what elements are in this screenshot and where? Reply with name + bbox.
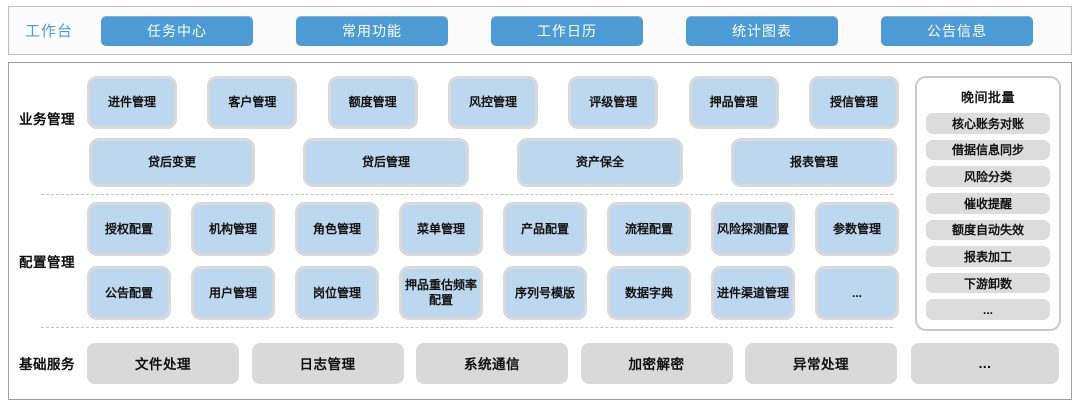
module-tile[interactable]: 押品管理: [688, 76, 779, 129]
module-tile[interactable]: 用户管理: [191, 266, 275, 320]
workbench-tab-button[interactable]: 公告信息: [880, 15, 1033, 46]
module-tile[interactable]: 额度管理: [327, 76, 418, 129]
night-batch-item[interactable]: 核心账务对账: [926, 113, 1050, 134]
night-batch-item[interactable]: 借据信息同步: [926, 139, 1050, 161]
business-row-1: 进件管理客户管理额度管理风控管理评级管理押品管理授信管理: [87, 76, 899, 129]
module-tile[interactable]: ...: [815, 266, 899, 320]
module-tile[interactable]: 贷后管理: [303, 138, 469, 187]
workbench-buttons: 任务中心 常用功能 工作日历 统计图表 公告信息: [101, 15, 1055, 46]
night-batch-item[interactable]: 风险分类: [926, 166, 1050, 187]
module-tile[interactable]: 授信管理: [808, 76, 899, 129]
module-tile[interactable]: 数据字典: [607, 266, 691, 320]
module-tile[interactable]: 参数管理: [815, 202, 899, 256]
service-tile-more[interactable]: ...: [911, 342, 1059, 384]
base-services-row: 文件处理日志管理系统通信加密解密异常处理: [83, 335, 907, 391]
service-tile[interactable]: 日志管理: [251, 342, 404, 384]
workbench-label: 工作台: [25, 23, 74, 40]
module-tile[interactable]: 授权配置: [87, 202, 171, 256]
workbench-tab-button[interactable]: 统计图表: [685, 15, 838, 46]
module-tile[interactable]: 报表管理: [731, 138, 897, 187]
section-divider: [41, 194, 893, 195]
module-tile[interactable]: 产品配置: [503, 202, 587, 256]
modules-grid: 业务管理 进件管理客户管理额度管理风控管理评级管理押品管理授信管理 贷后变更贷后…: [9, 63, 1071, 399]
module-tile[interactable]: 角色管理: [295, 202, 379, 256]
service-tile[interactable]: 系统通信: [416, 342, 568, 384]
service-tile[interactable]: 文件处理: [87, 342, 239, 384]
config-row-1: 授权配置机构管理角色管理菜单管理产品配置流程配置风险探测配置参数管理: [87, 202, 899, 256]
module-tile[interactable]: 贷后变更: [89, 138, 255, 187]
module-tile[interactable]: 客户管理: [207, 76, 298, 129]
night-batch-item[interactable]: ...: [926, 299, 1050, 320]
module-tile[interactable]: 菜单管理: [399, 202, 483, 256]
modules-panel: 业务管理 进件管理客户管理额度管理风控管理评级管理押品管理授信管理 贷后变更贷后…: [8, 62, 1072, 400]
module-tile[interactable]: 序列号模版: [503, 266, 587, 320]
module-tile[interactable]: 进件渠道管理: [711, 266, 795, 320]
section-label-base: 基础服务: [19, 357, 75, 372]
module-tile[interactable]: 资产保全: [517, 138, 683, 187]
service-tile[interactable]: 加密解密: [580, 342, 733, 384]
night-batch-item[interactable]: 下游卸数: [926, 272, 1050, 294]
base-services-more-wrap: ...: [907, 335, 1063, 391]
section-label-config: 配置管理: [19, 255, 75, 270]
night-batch-item[interactable]: 额度自动失效: [926, 219, 1050, 241]
section-config: 授权配置机构管理角色管理菜单管理产品配置流程配置风险探测配置参数管理 公告配置用…: [83, 202, 907, 320]
module-tile[interactable]: 公告配置: [87, 266, 171, 320]
night-batch-list: 核心账务对账借据信息同步风险分类催收提醒额度自动失效报表加工下游卸数...: [926, 113, 1050, 320]
section-label-business: 业务管理: [19, 112, 75, 127]
section-divider: [41, 327, 893, 328]
business-row-2: 贷后变更贷后管理资产保全报表管理: [87, 138, 899, 187]
night-batch-panel: 晚间批量 核心账务对账借据信息同步风险分类催收提醒额度自动失效报表加工下游卸数.…: [915, 76, 1061, 331]
section-business: 进件管理客户管理额度管理风控管理评级管理押品管理授信管理 贷后变更贷后管理资产保…: [83, 76, 907, 187]
module-tile[interactable]: 押品重估频率配置: [399, 266, 483, 320]
night-batch-title: 晚间批量: [960, 90, 1015, 105]
night-batch-item[interactable]: 催收提醒: [926, 192, 1050, 214]
module-tile[interactable]: 风险探测配置: [711, 202, 795, 256]
module-tile[interactable]: 评级管理: [568, 76, 659, 129]
module-tile[interactable]: 流程配置: [607, 202, 691, 256]
config-row-2: 公告配置用户管理岗位管理押品重估频率配置序列号模版数据字典进件渠道管理...: [87, 266, 899, 320]
module-tile[interactable]: 风控管理: [447, 76, 538, 129]
module-tile[interactable]: 岗位管理: [295, 266, 379, 320]
module-tile[interactable]: 进件管理: [87, 76, 177, 129]
workbench-tab-button[interactable]: 常用功能: [296, 15, 448, 46]
night-batch-item[interactable]: 报表加工: [926, 246, 1050, 267]
workbench-bar: 工作台 任务中心 常用功能 工作日历 统计图表 公告信息: [8, 6, 1072, 55]
service-tile[interactable]: 异常处理: [745, 342, 897, 384]
workbench-tab-button[interactable]: 任务中心: [101, 15, 254, 46]
module-tile[interactable]: 机构管理: [191, 202, 275, 256]
workbench-tab-button[interactable]: 工作日历: [490, 15, 643, 46]
